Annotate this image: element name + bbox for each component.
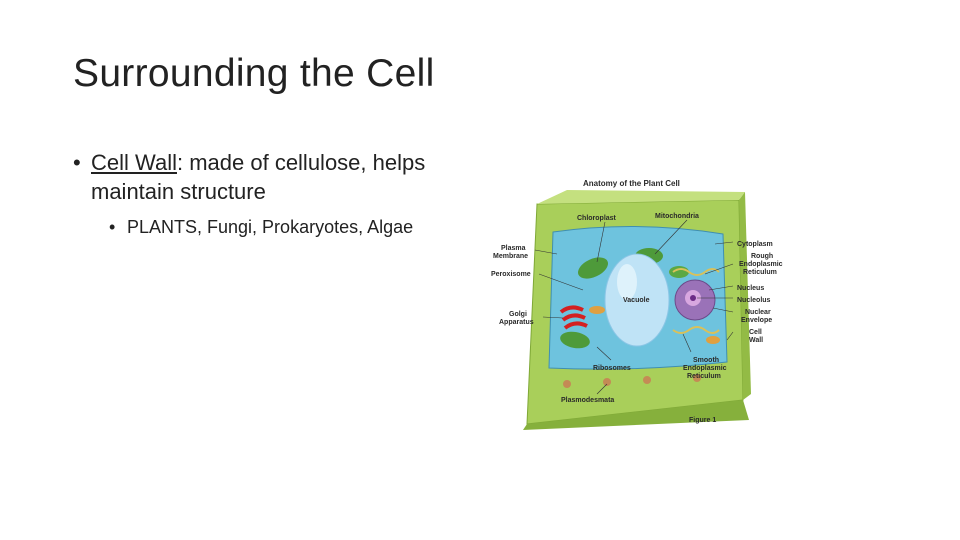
bullet-marker: • (73, 150, 81, 175)
label-nuclear-envelope-2: Envelope (741, 317, 772, 324)
label-nucleolus: Nucleolus (737, 297, 771, 304)
bullet-definition: : made of cellulose, helps maintain stru… (91, 150, 426, 204)
label-rough-er-2: Endoplasmic (739, 261, 783, 268)
label-ribosomes: Ribosomes (593, 365, 631, 372)
figure-title: Anatomy of the Plant Cell (583, 179, 680, 188)
label-smooth-er-1: Smooth (693, 357, 719, 364)
bullet-text: Cell Wall: made of cellulose, helps main… (73, 148, 493, 206)
bullet-cell-wall: • Cell Wall: made of cellulose, helps ma… (73, 148, 493, 206)
plasmodesmata-marks (563, 374, 701, 388)
label-plasma-membrane-2: Membrane (493, 253, 528, 260)
nucleus (674, 279, 716, 321)
leader-lines (534, 219, 734, 395)
label-nucleus: Nucleus (737, 285, 764, 292)
plant-cell-diagram: Anatomy of the Plant Cell Chloroplast Mi… (491, 179, 783, 430)
label-cell-wall-1: Cell (749, 329, 762, 336)
golgi-apparatus (559, 305, 588, 330)
term-cell-wall: Cell Wall (91, 150, 177, 175)
sub-bullet-marker: • (109, 217, 116, 237)
organelles (589, 268, 720, 344)
vacuole (604, 253, 670, 347)
sub-bullet-organisms: • PLANTS, Fungi, Prokaryotes, Algae (109, 215, 489, 239)
label-chloroplast: Chloroplast (577, 215, 617, 222)
label-mitochondria: Mitochondria (655, 213, 699, 220)
label-vacuole: Vacuole (623, 297, 650, 304)
label-rough-er-1: Rough (751, 253, 773, 260)
label-plasma-membrane-1: Plasma (501, 245, 526, 252)
label-cell-wall-2: Wall (749, 337, 763, 344)
label-plasmodesmata: Plasmodesmata (561, 397, 614, 404)
label-peroxisome: Peroxisome (491, 271, 531, 278)
slide-title: Surrounding the Cell (73, 52, 435, 95)
label-golgi-1: Golgi (509, 311, 527, 318)
label-smooth-er-3: Reticulum (687, 373, 721, 380)
figure-caption: Figure 1 (689, 417, 716, 424)
label-rough-er-3: Reticulum (743, 269, 777, 276)
sub-bullet-text: PLANTS, Fungi, Prokaryotes, Algae (127, 217, 414, 237)
label-golgi-2: Apparatus (499, 319, 534, 326)
label-smooth-er-2: Endoplasmic (683, 365, 727, 372)
label-nuclear-envelope-1: Nuclear (745, 309, 771, 316)
label-cytoplasm: Cytoplasm (737, 241, 773, 248)
plant-cell-figure: Anatomy of the Plant Cell Chloroplast Mi… (487, 172, 797, 432)
